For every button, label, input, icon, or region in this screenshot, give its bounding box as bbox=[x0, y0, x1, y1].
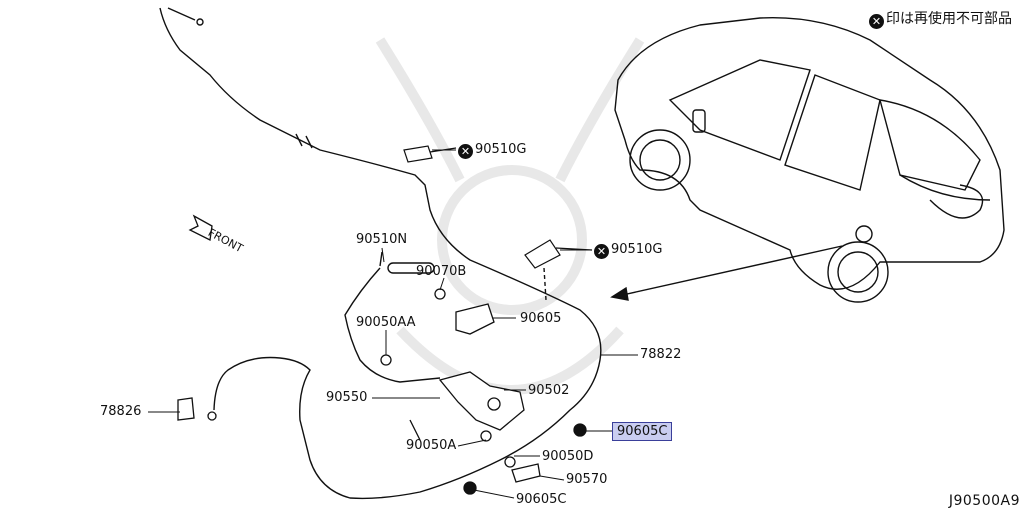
part-label-90605C-highlighted[interactable]: 90605C bbox=[612, 422, 673, 441]
latch-assembly bbox=[177, 288, 587, 495]
leader-lines bbox=[148, 149, 638, 499]
legend-text: 印は再使用不可部品 bbox=[886, 11, 1012, 27]
not-reusable-icon: ✕ bbox=[869, 14, 884, 29]
rod-90510N bbox=[344, 251, 441, 383]
car-outline bbox=[614, 16, 1005, 303]
part-label-78822[interactable]: 78822 bbox=[640, 347, 682, 362]
not-reusable-icon: ✕ bbox=[458, 144, 473, 159]
part-label-90510G-top[interactable]: ✕90510G bbox=[458, 142, 526, 159]
part-label-90510N[interactable]: 90510N bbox=[356, 232, 408, 247]
part-label-90050D[interactable]: 90050D bbox=[542, 449, 594, 464]
front-arrow-icon bbox=[188, 214, 213, 241]
callout-arrow bbox=[610, 245, 843, 301]
cable-78822 bbox=[159, 7, 602, 500]
part-label-90050AA[interactable]: 90050AA bbox=[356, 315, 416, 330]
part-label-90605C-bottom[interactable]: 90605C bbox=[516, 492, 567, 507]
part-label-90070B[interactable]: 90070B bbox=[416, 264, 467, 279]
legend: ✕印は再使用不可部品 bbox=[869, 8, 1012, 29]
part-label-90050A[interactable]: 90050A bbox=[406, 438, 457, 453]
not-reusable-icon: ✕ bbox=[594, 244, 609, 259]
part-label-90502[interactable]: 90502 bbox=[528, 383, 570, 398]
part-label-78826[interactable]: 78826 bbox=[100, 404, 142, 419]
part-label-90605[interactable]: 90605 bbox=[520, 311, 562, 326]
watermark-emblem bbox=[375, 37, 645, 395]
part-label-90570[interactable]: 90570 bbox=[566, 472, 608, 487]
part-label-90550[interactable]: 90550 bbox=[326, 390, 368, 405]
part-label-90510G-mid[interactable]: ✕90510G bbox=[594, 242, 662, 259]
diagram-code: J90500A9 bbox=[948, 493, 1020, 509]
